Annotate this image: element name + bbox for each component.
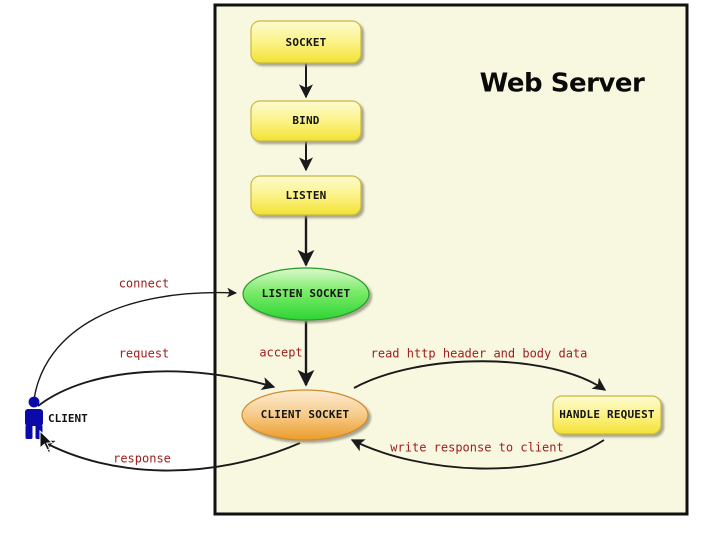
node-listen-socket-shape[interactable]: [242, 267, 370, 321]
node-handle-request-shape[interactable]: [552, 395, 662, 435]
client-actor-label: CLIENT: [48, 412, 88, 425]
edge-label-layer: connect accept request response read htt…: [113, 277, 587, 466]
node-bind[interactable]: BIND: [250, 100, 362, 142]
edge-response: [40, 440, 301, 472]
edge-label-read-http: read http header and body data: [371, 347, 588, 361]
node-handle-request-label: HANDLE REQUEST: [559, 408, 655, 421]
node-listen-socket[interactable]: LISTEN SOCKET: [242, 267, 370, 321]
node-bind-shape[interactable]: [250, 100, 362, 142]
edge-label-write-response: write response to client: [390, 441, 563, 455]
node-socket-shape[interactable]: [250, 20, 362, 64]
edge-write-response: [350, 439, 605, 470]
edge-label-connect: connect: [119, 277, 170, 291]
cursor-icon: [39, 429, 54, 451]
node-listen-socket-label: LISTEN SOCKET: [262, 287, 351, 300]
edge-request: [37, 370, 276, 407]
web-server-title: Web Server: [480, 69, 645, 99]
node-client-socket-shape[interactable]: [241, 389, 369, 441]
edge-layer: [33, 63, 607, 472]
edge-connect: [33, 287, 237, 401]
edge-label-response: response: [113, 452, 171, 466]
node-socket[interactable]: SOCKET: [250, 20, 362, 64]
node-listen-label: LISTEN: [286, 189, 327, 202]
node-handle-request[interactable]: HANDLE REQUEST: [552, 395, 662, 435]
node-socket-label: SOCKET: [286, 36, 327, 49]
edge-read-http: [353, 360, 607, 391]
node-bind-label: BIND: [292, 114, 319, 127]
node-listen-shape[interactable]: [250, 175, 362, 216]
node-client-socket[interactable]: CLIENT SOCKET: [241, 389, 369, 441]
node-client-socket-label: CLIENT SOCKET: [261, 408, 350, 421]
edge-label-accept: accept: [259, 346, 302, 360]
client-actor[interactable]: CLIENT: [25, 396, 88, 451]
edge-label-request: request: [119, 347, 170, 361]
node-listen[interactable]: LISTEN: [250, 175, 362, 216]
